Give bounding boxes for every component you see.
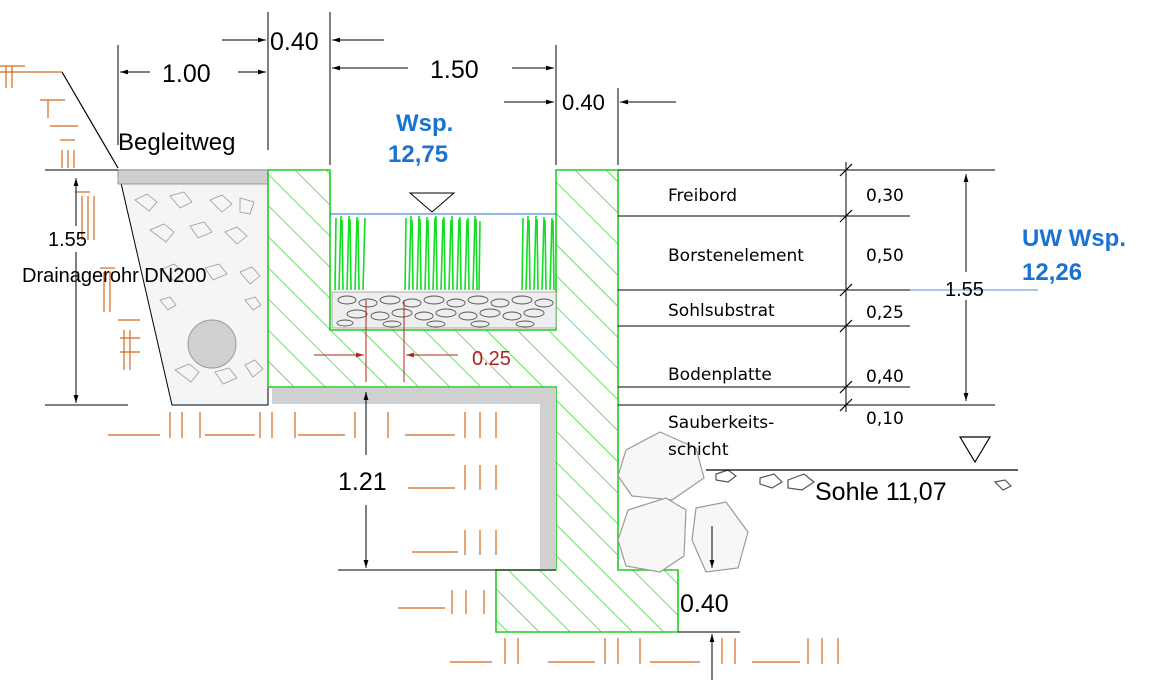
sole-marker-icon [958,436,992,464]
drain-label: Drainagerohr DN200 [22,265,207,287]
layer-thickness: 0,50 [866,246,904,266]
channel-water-level-value: 12,75 [388,141,448,168]
dim-footing-depth: 0.40 [680,590,729,618]
dim-right-wall: 0.40 [562,90,605,115]
left-embankment [0,65,140,370]
layer-name: Freibord [668,186,737,206]
dim-walkway-width: 1.00 [162,60,211,88]
layer-name: Sauberkeits- [668,413,774,433]
tailwater-level-title: UW Wsp. [1022,225,1126,252]
dimension-lines [45,12,995,680]
offset-dimension [314,300,458,382]
bristle-elements [334,215,555,291]
dim-wall-offset: 0.25 [472,348,511,370]
layer-name: Borstenelement [668,246,804,266]
walkway-label: Begleitweg [118,129,235,156]
layer-thickness: 0,30 [866,186,904,206]
soil-hatching [108,412,839,664]
dim-channel-width: 1.50 [430,56,479,84]
layer-thickness: 0,10 [866,409,904,429]
layer-name: Sohlsubstrat [668,301,775,321]
tailwater-level-value: 12,26 [1022,259,1082,286]
bed-substrate [331,291,557,329]
dim-foundation-depth: 1.21 [338,468,387,496]
water-level-marker-icon [408,192,456,213]
layer-name: Bodenplatte [668,365,772,385]
dim-total-height: 1.55 [945,279,984,301]
gravel-backfill [117,169,269,406]
concrete-structure [267,169,1038,633]
drain-pipe-icon [187,319,237,369]
layer-thickness: 0,40 [866,367,904,387]
sole-label: Sohle 11,07 [815,478,947,506]
layer-thickness: 0,25 [866,303,904,323]
channel-water-level-title: Wsp. [396,110,453,137]
riprap-stones [617,431,1013,573]
layer-name-continued: schicht [668,440,729,460]
dim-bank-height: 1.55 [48,229,87,251]
dim-left-wall: 0.40 [270,28,319,56]
